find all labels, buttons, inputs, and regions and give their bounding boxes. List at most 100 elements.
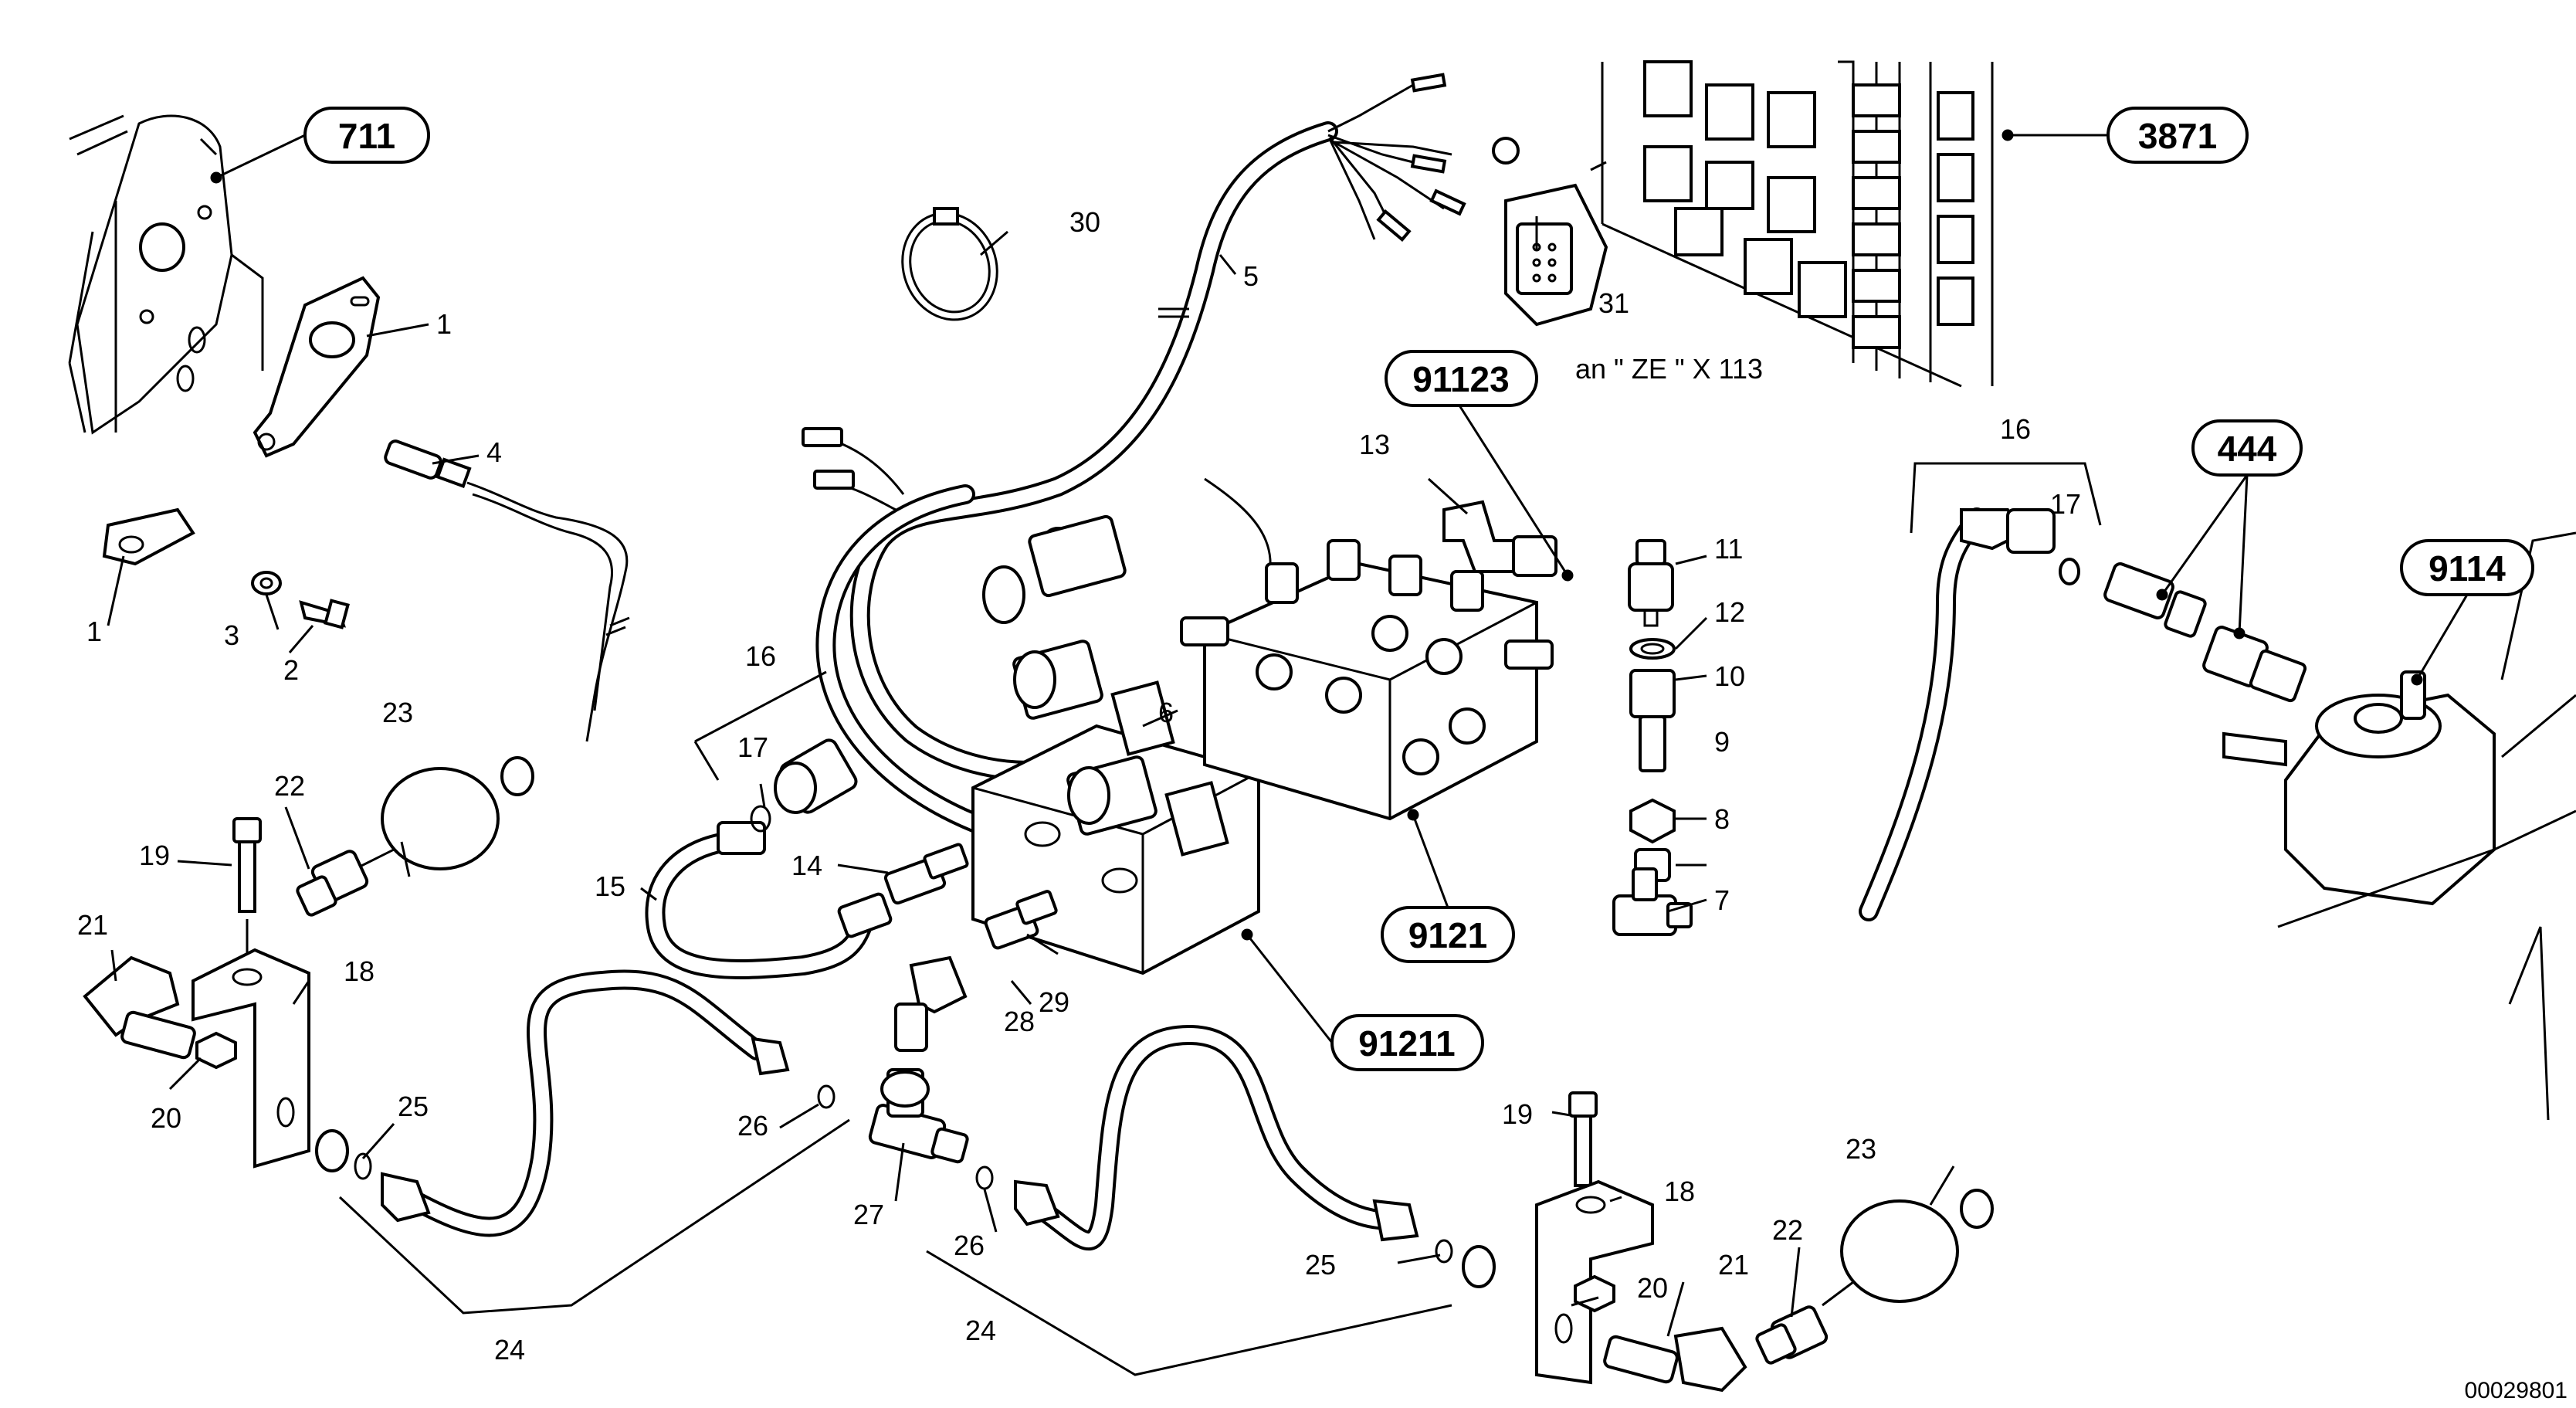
callout-21: 21 (77, 909, 108, 941)
svg-text:3871: 3871 (2138, 116, 2217, 156)
callout-27: 27 (853, 1199, 884, 1230)
hose-24-left (381, 969, 790, 1237)
callout-10: 10 (1714, 660, 1745, 692)
cable-tie (901, 207, 998, 321)
callout-1: 1 (436, 308, 452, 340)
elbow-21-right (1603, 1326, 1747, 1393)
group-label-9114[interactable]: 9114 (2400, 539, 2534, 596)
callout-3: 3 (224, 619, 239, 651)
solenoid-valves (982, 514, 1229, 857)
group-label-91211[interactable]: 91211 (1330, 1014, 1484, 1071)
callout-24: 24 (494, 1334, 525, 1366)
elbow-fitting-13 (1442, 500, 1557, 577)
cable-harness (802, 73, 1520, 852)
svg-text:91123: 91123 (1412, 359, 1509, 399)
bolt-19-left (232, 817, 262, 973)
callout-2: 2 (283, 654, 299, 686)
callout-25: 25 (1305, 1249, 1336, 1281)
callout-17: 17 (737, 731, 768, 763)
group-brackets (338, 462, 2102, 1376)
tee-fitting-444 (2103, 562, 2207, 638)
callout-11: 11 (1714, 533, 1743, 565)
elbow-21-left (83, 955, 196, 1060)
callout-26: 26 (954, 1230, 985, 1261)
hose-15 (645, 821, 893, 979)
callout-31: 31 (1598, 287, 1629, 319)
svg-text:91211: 91211 (1358, 1023, 1455, 1064)
drawing-number: 00029801 (2465, 1378, 2568, 1403)
callout-20: 20 (151, 1102, 181, 1134)
callout-28: 28 (1004, 1006, 1035, 1037)
adapter-22-left (296, 850, 369, 917)
nut-9 (1629, 798, 1676, 844)
relay-stack (1852, 83, 1974, 349)
callout-5: 5 (1243, 260, 1259, 292)
callout-24: 24 (965, 1315, 996, 1346)
callout-20: 20 (1637, 1272, 1668, 1304)
group-label-444[interactable]: 444 (2191, 419, 2303, 477)
bracket-18-right (1535, 1179, 1654, 1385)
connector-blocks (1643, 60, 1847, 318)
tee-fitting-27 (868, 1068, 969, 1164)
nut-20-right (1574, 1274, 1615, 1313)
frame-bracket-711 (68, 114, 264, 435)
seal-12 (1629, 638, 1676, 660)
callout-18: 18 (1664, 1176, 1695, 1207)
adapter-444 (2202, 626, 2307, 703)
pump-assembly-9114 (2222, 531, 2576, 1121)
mounting-plate (253, 276, 381, 458)
group-label-91123[interactable]: 91123 (1385, 350, 1538, 407)
connector-note: an " ZE " X 113 (1575, 353, 1763, 385)
callout-29: 29 (1039, 986, 1069, 1018)
svg-text:444: 444 (2218, 429, 2277, 469)
callout-23: 23 (382, 697, 413, 728)
callout-13: 13 (1359, 429, 1390, 460)
callout-4: 4 (486, 436, 502, 468)
callout-26: 26 (737, 1110, 768, 1142)
group-label-3871[interactable]: 3871 (2107, 107, 2249, 164)
callout-22: 22 (1772, 1214, 1803, 1246)
adapter-22-right (1755, 1305, 1829, 1365)
callout-17: 17 (2050, 488, 2081, 520)
callout-8: 8 (1714, 803, 1730, 835)
callout-16: 16 (745, 640, 776, 672)
plug-connector (1504, 161, 1608, 327)
callout-21: 21 (1718, 1249, 1749, 1281)
svg-text:9121: 9121 (1408, 915, 1487, 955)
seal-26-left (817, 1084, 836, 1109)
callout-15: 15 (595, 870, 625, 902)
seal-17-left (750, 805, 771, 833)
bracket-18-left (192, 948, 310, 1169)
callout-1: 1 (86, 616, 102, 647)
small-plate (102, 507, 195, 566)
callout-6: 6 (1158, 697, 1174, 728)
washer-and-bolt (251, 571, 350, 629)
fitting-14 (883, 843, 969, 905)
tee-fitting-7 (1612, 867, 1693, 936)
pressure-switch-11 (1628, 539, 1674, 627)
callout-numbers: 1 1 2 3 4 5 6 7 8 9 10 11 12 13 14 15 16… (77, 206, 2081, 1366)
svg-text:9114: 9114 (2429, 548, 2506, 589)
callout-12: 12 (1714, 596, 1745, 628)
sensor-with-cable (384, 439, 630, 742)
callout-7: 7 (1714, 884, 1730, 916)
svg-text:711: 711 (338, 116, 395, 156)
callout-18: 18 (344, 955, 375, 987)
fitting-29 (984, 890, 1058, 950)
hose-24-right (1014, 1025, 1419, 1251)
leader-lines (107, 129, 2469, 1337)
callout-9: 9 (1714, 726, 1730, 758)
callout-23: 23 (1846, 1133, 1876, 1165)
group-label-9121[interactable]: 9121 (1381, 906, 1515, 963)
hose-end-16-left (774, 738, 858, 814)
control-unit-board (1601, 60, 1994, 388)
nut-20-left (195, 1031, 237, 1070)
bolt-19-right (1568, 1091, 1598, 1187)
callout-22: 22 (274, 770, 305, 802)
hose-16-right (1859, 507, 2080, 921)
accumulator-23-right (1822, 1189, 1994, 1307)
callout-19: 19 (1502, 1098, 1533, 1130)
seal-26-right (975, 1165, 994, 1190)
group-label-711[interactable]: 711 (303, 107, 430, 164)
